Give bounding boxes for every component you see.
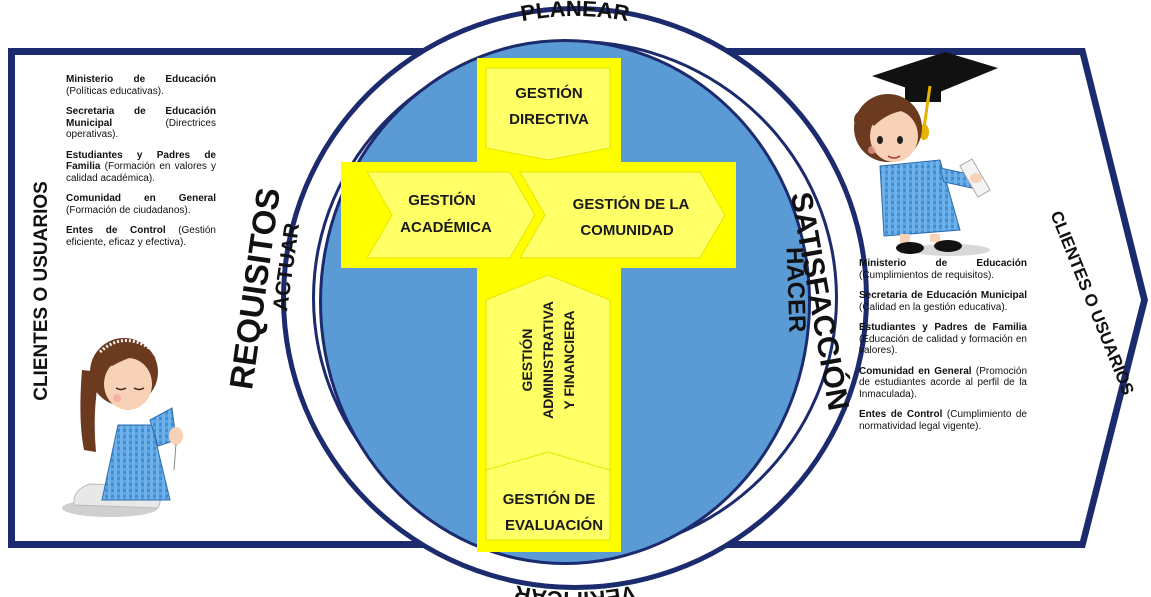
management-cross <box>341 58 736 552</box>
ring-label-hacer: HACER <box>781 247 811 333</box>
left-item-5-name: Entes de Control <box>66 225 166 236</box>
right-item-5: Entes de Control (Cumplimiento de normat… <box>859 409 1027 432</box>
label-administrativa-1: GESTIÓN <box>518 328 535 391</box>
left-item-3: Estudiantes y Padres de Familia (Formaci… <box>66 150 216 185</box>
label-academica-1: GESTIÓN <box>408 191 476 209</box>
panel-administrativa <box>485 274 611 471</box>
left-clients-label: CLIENTES O USUARIOS <box>31 181 52 401</box>
right-item-4-name: Comunidad en General <box>859 365 972 377</box>
left-item-3-name: Estudiantes y Padres de Familia <box>66 149 216 173</box>
left-item-2: Secretaria de Educación Municipal (Direc… <box>66 106 216 141</box>
right-item-1: Ministerio de Educación (Cumplimientos d… <box>859 258 1027 281</box>
label-evaluacion-1: GESTIÓN DE <box>503 490 596 508</box>
panel-evaluacion <box>485 451 611 541</box>
right-item-1-name: Ministerio de Educación <box>859 258 1027 269</box>
right-item-5-desc: (Cumplimiento de normatividad legal vige… <box>859 409 1027 432</box>
praying-girl-illustration <box>62 338 183 517</box>
panel-directiva <box>485 67 611 161</box>
label-comunidad-1: GESTIÓN DE LA <box>573 195 690 213</box>
panel-comunidad <box>519 171 726 259</box>
label-evaluacion-2: EVALUACIÓN <box>505 516 603 534</box>
right-item-4: Comunidad en General (Promoción de estud… <box>859 366 1027 401</box>
left-stakeholder-list: Ministerio de Educación (Políticas educa… <box>66 74 216 257</box>
left-item-1-desc: (Políticas educativas). <box>66 85 164 97</box>
label-administrativa-3: Y FINANCIERA <box>561 310 577 409</box>
right-item-3-name: Estudiantes y Padres de Familia <box>859 322 1027 333</box>
right-stakeholder-list: Ministerio de Educación (Cumplimientos d… <box>859 258 1027 441</box>
label-comunidad-2: COMUNIDAD <box>580 222 673 239</box>
label-administrativa-2: ADMINISTRATIVA <box>540 301 556 419</box>
left-item-4-desc: (Formación de ciudadanos). <box>66 204 191 216</box>
left-item-4: Comunidad en General (Formación de ciuda… <box>66 193 216 216</box>
left-item-3-desc: (Formación en valores y calidad académic… <box>66 161 216 184</box>
left-item-1-name: Ministerio de Educación <box>66 74 216 85</box>
label-academica-2: ACADÉMICA <box>400 219 492 236</box>
right-item-2-name: Secretaria de Educación Municipal <box>859 290 1027 301</box>
left-item-5: Entes de Control (Gestión eficiente, efi… <box>66 225 216 248</box>
right-item-2-desc: (Calidad en la gestión educativa). <box>859 301 1008 313</box>
right-item-5-name: Entes de Control <box>859 409 943 420</box>
left-item-2-desc: (Directrices operativas). <box>66 117 216 141</box>
graduate-girl-illustration <box>854 52 998 256</box>
right-item-1-desc: (Cumplimientos de requisitos). <box>859 269 995 281</box>
left-item-5-desc: (Gestión eficiente, eficaz y efectiva). <box>66 225 216 248</box>
left-item-4-name: Comunidad en General <box>66 193 216 204</box>
right-item-4-desc: (Promoción de estudiantes acorde al perf… <box>859 365 1028 400</box>
label-directiva-1: GESTIÓN <box>515 84 583 102</box>
left-item-2-name: Secretaria de Educación Municipal <box>66 106 216 129</box>
right-item-3: Estudiantes y Padres de Familia (Educaci… <box>859 322 1027 357</box>
right-item-2: Secretaria de Educación Municipal (Calid… <box>859 290 1027 313</box>
panel-academica <box>366 171 536 259</box>
label-directiva-2: DIRECTIVA <box>509 111 589 128</box>
right-item-3-desc: (Educación de calidad y formación en val… <box>859 333 1027 357</box>
left-item-1: Ministerio de Educación (Políticas educa… <box>66 74 216 97</box>
